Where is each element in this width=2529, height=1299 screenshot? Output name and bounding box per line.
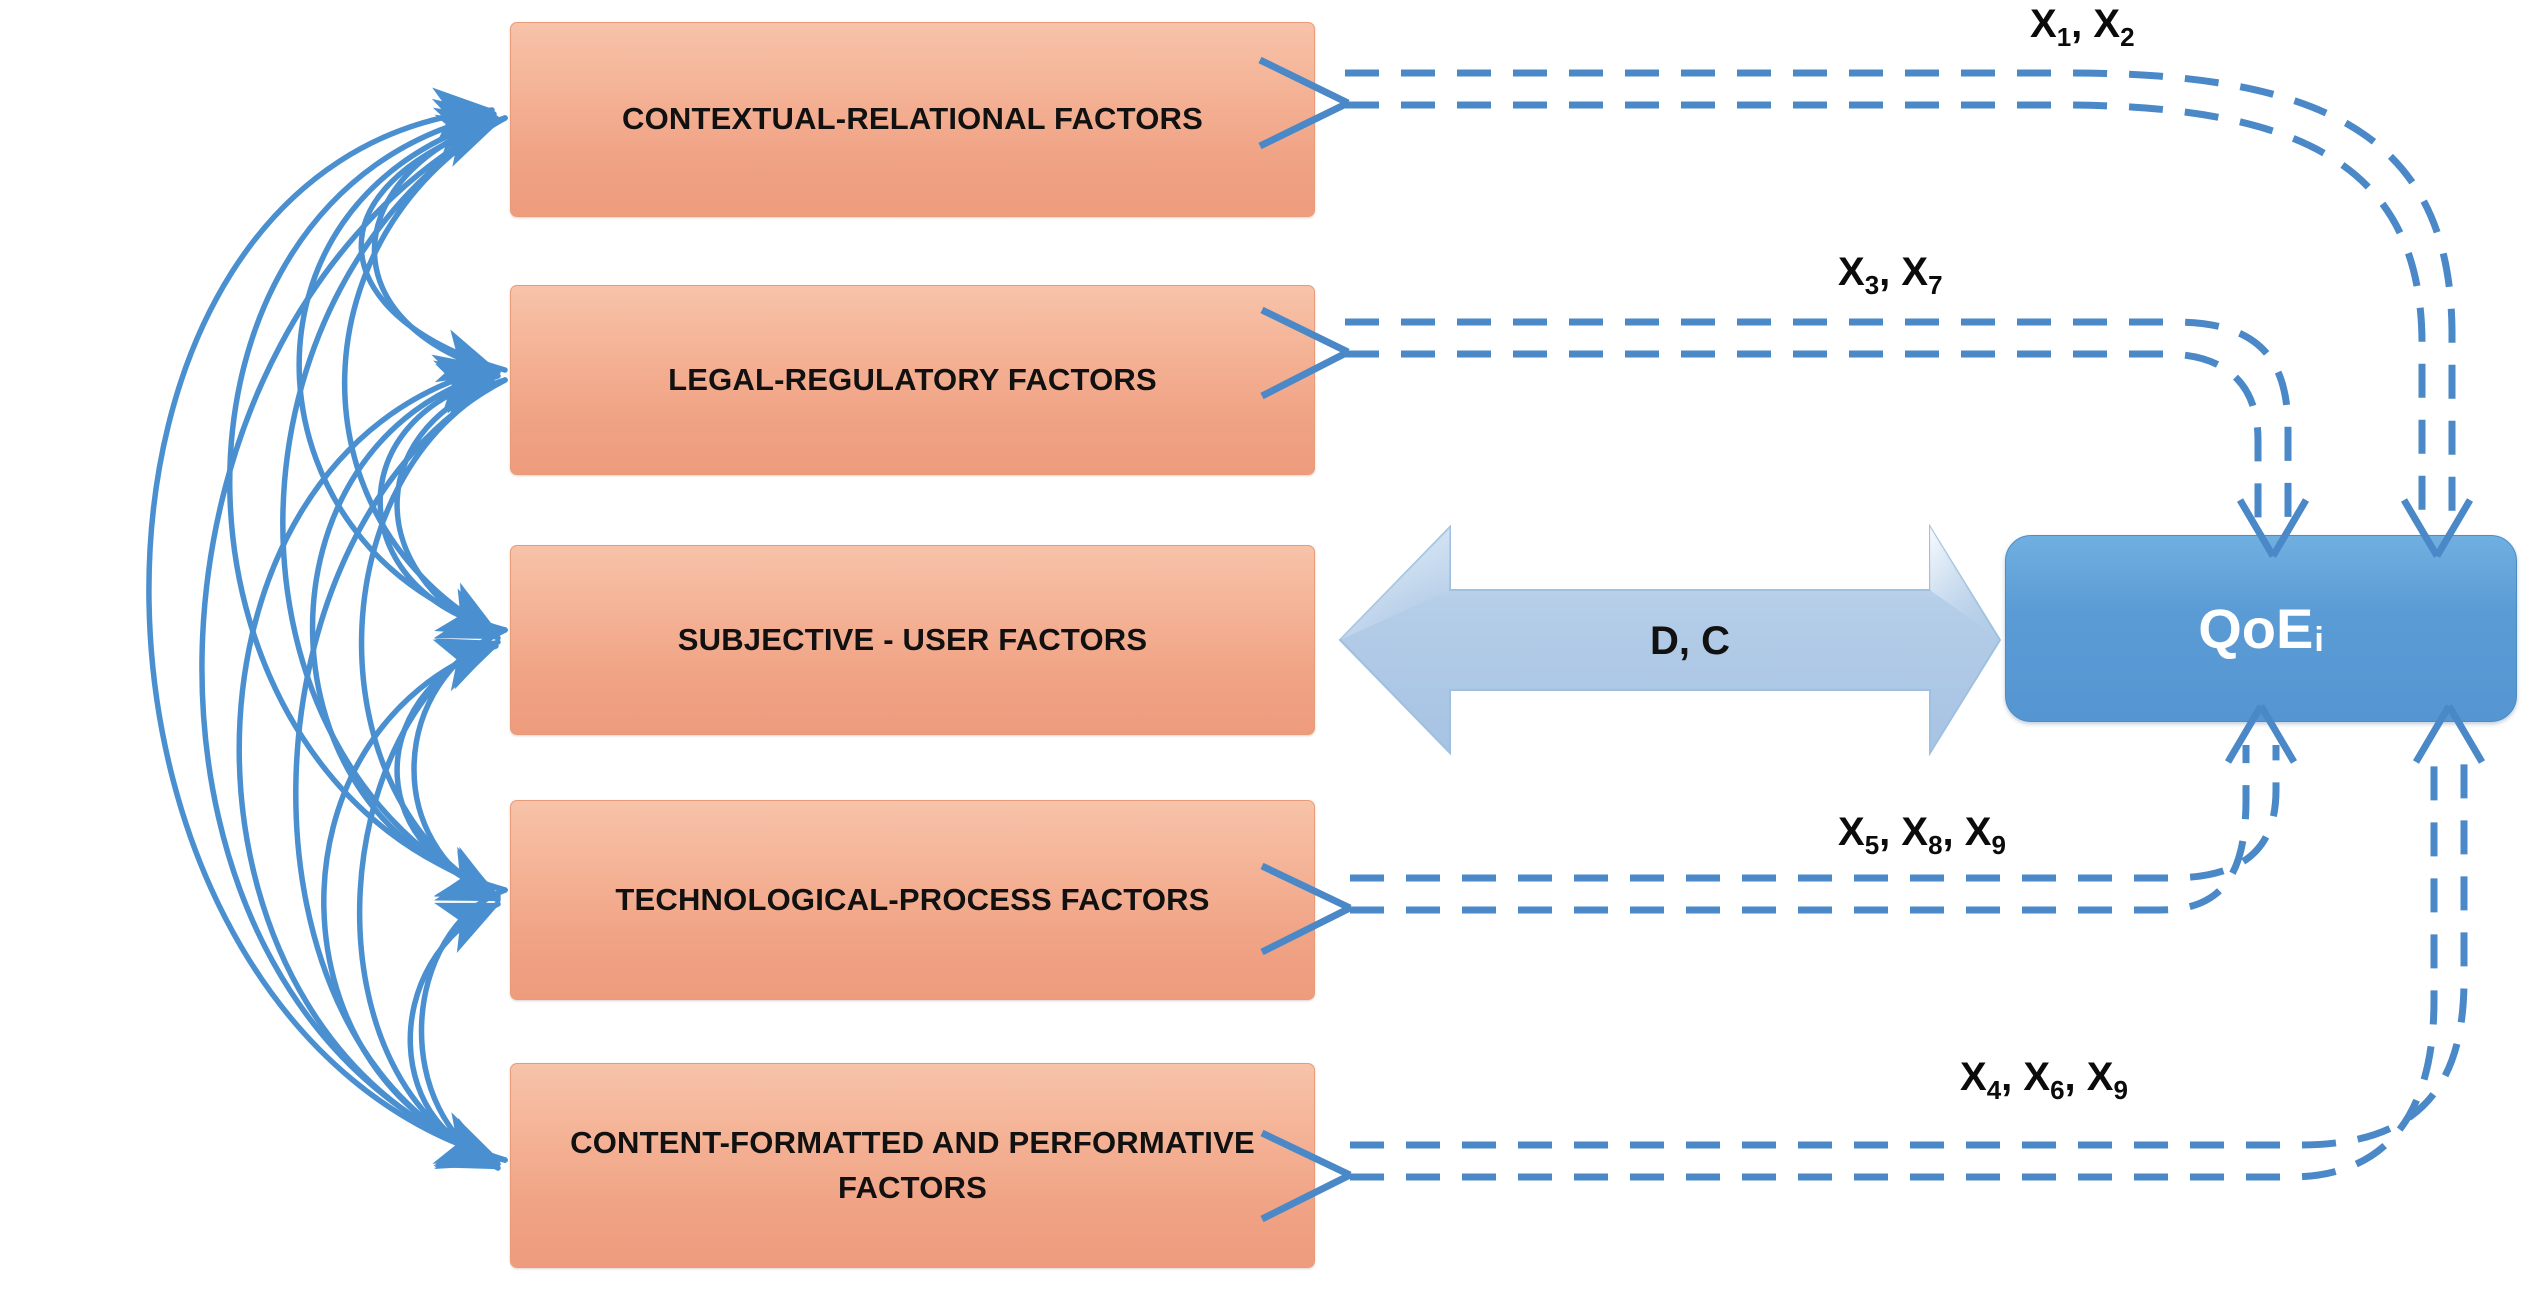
x-sub: 1: [2056, 22, 2072, 52]
x-sub: 9: [1991, 830, 2006, 860]
factor-box-legal-regulatory[interactable]: LEGAL-REGULATORY FACTORS: [510, 285, 1315, 475]
feedback-label-x1-x2: X1, X2: [2030, 2, 2135, 52]
x-sub: 3: [1864, 270, 1880, 300]
x-base: X: [2023, 1055, 2051, 1099]
feedback-label-x5-x8-x9: X5, X8, X9: [1838, 810, 2006, 860]
qoe-label: QoE: [2198, 597, 2314, 660]
factor-box-content-formatted[interactable]: CONTENT-FORMATTED AND PERFORMATIVE FACTO…: [510, 1063, 1315, 1268]
x-sub: 5: [1864, 830, 1880, 860]
x-base: X: [1901, 810, 1929, 854]
feedback-label-x4-x6-x9: X4, X6, X9: [1960, 1055, 2128, 1105]
x-base: X: [1964, 810, 1992, 854]
x-sub: 4: [1986, 1075, 2002, 1105]
feedback-label-x3-x7: X3, X7: [1838, 250, 1943, 300]
bidirectional-arrow-dc: [1338, 523, 2002, 757]
x-sub: 6: [2050, 1075, 2065, 1105]
x-sub: 9: [2113, 1075, 2128, 1105]
qoe-subscript: i: [2314, 621, 2324, 659]
x-base: X: [2086, 1055, 2114, 1099]
x-sub: 2: [2120, 22, 2135, 52]
x-base: X: [2093, 2, 2121, 46]
x-base: X: [1838, 810, 1865, 854]
x-sub: 8: [1928, 830, 1943, 860]
x-base: X: [1901, 250, 1929, 294]
bidirectional-arrow-label: D, C: [1650, 618, 1730, 663]
x-base: X: [2030, 2, 2057, 46]
factor-box-contextual-relational[interactable]: CONTEXTUAL-RELATIONAL FACTORS: [510, 22, 1315, 217]
factor-box-technological-process[interactable]: TECHNOLOGICAL-PROCESS FACTORS: [510, 800, 1315, 1000]
x-base: X: [1960, 1055, 1987, 1099]
x-sub: 7: [1928, 270, 1943, 300]
x-base: X: [1838, 250, 1865, 294]
factor-box-subjective-user[interactable]: SUBJECTIVE - USER FACTORS: [510, 545, 1315, 735]
